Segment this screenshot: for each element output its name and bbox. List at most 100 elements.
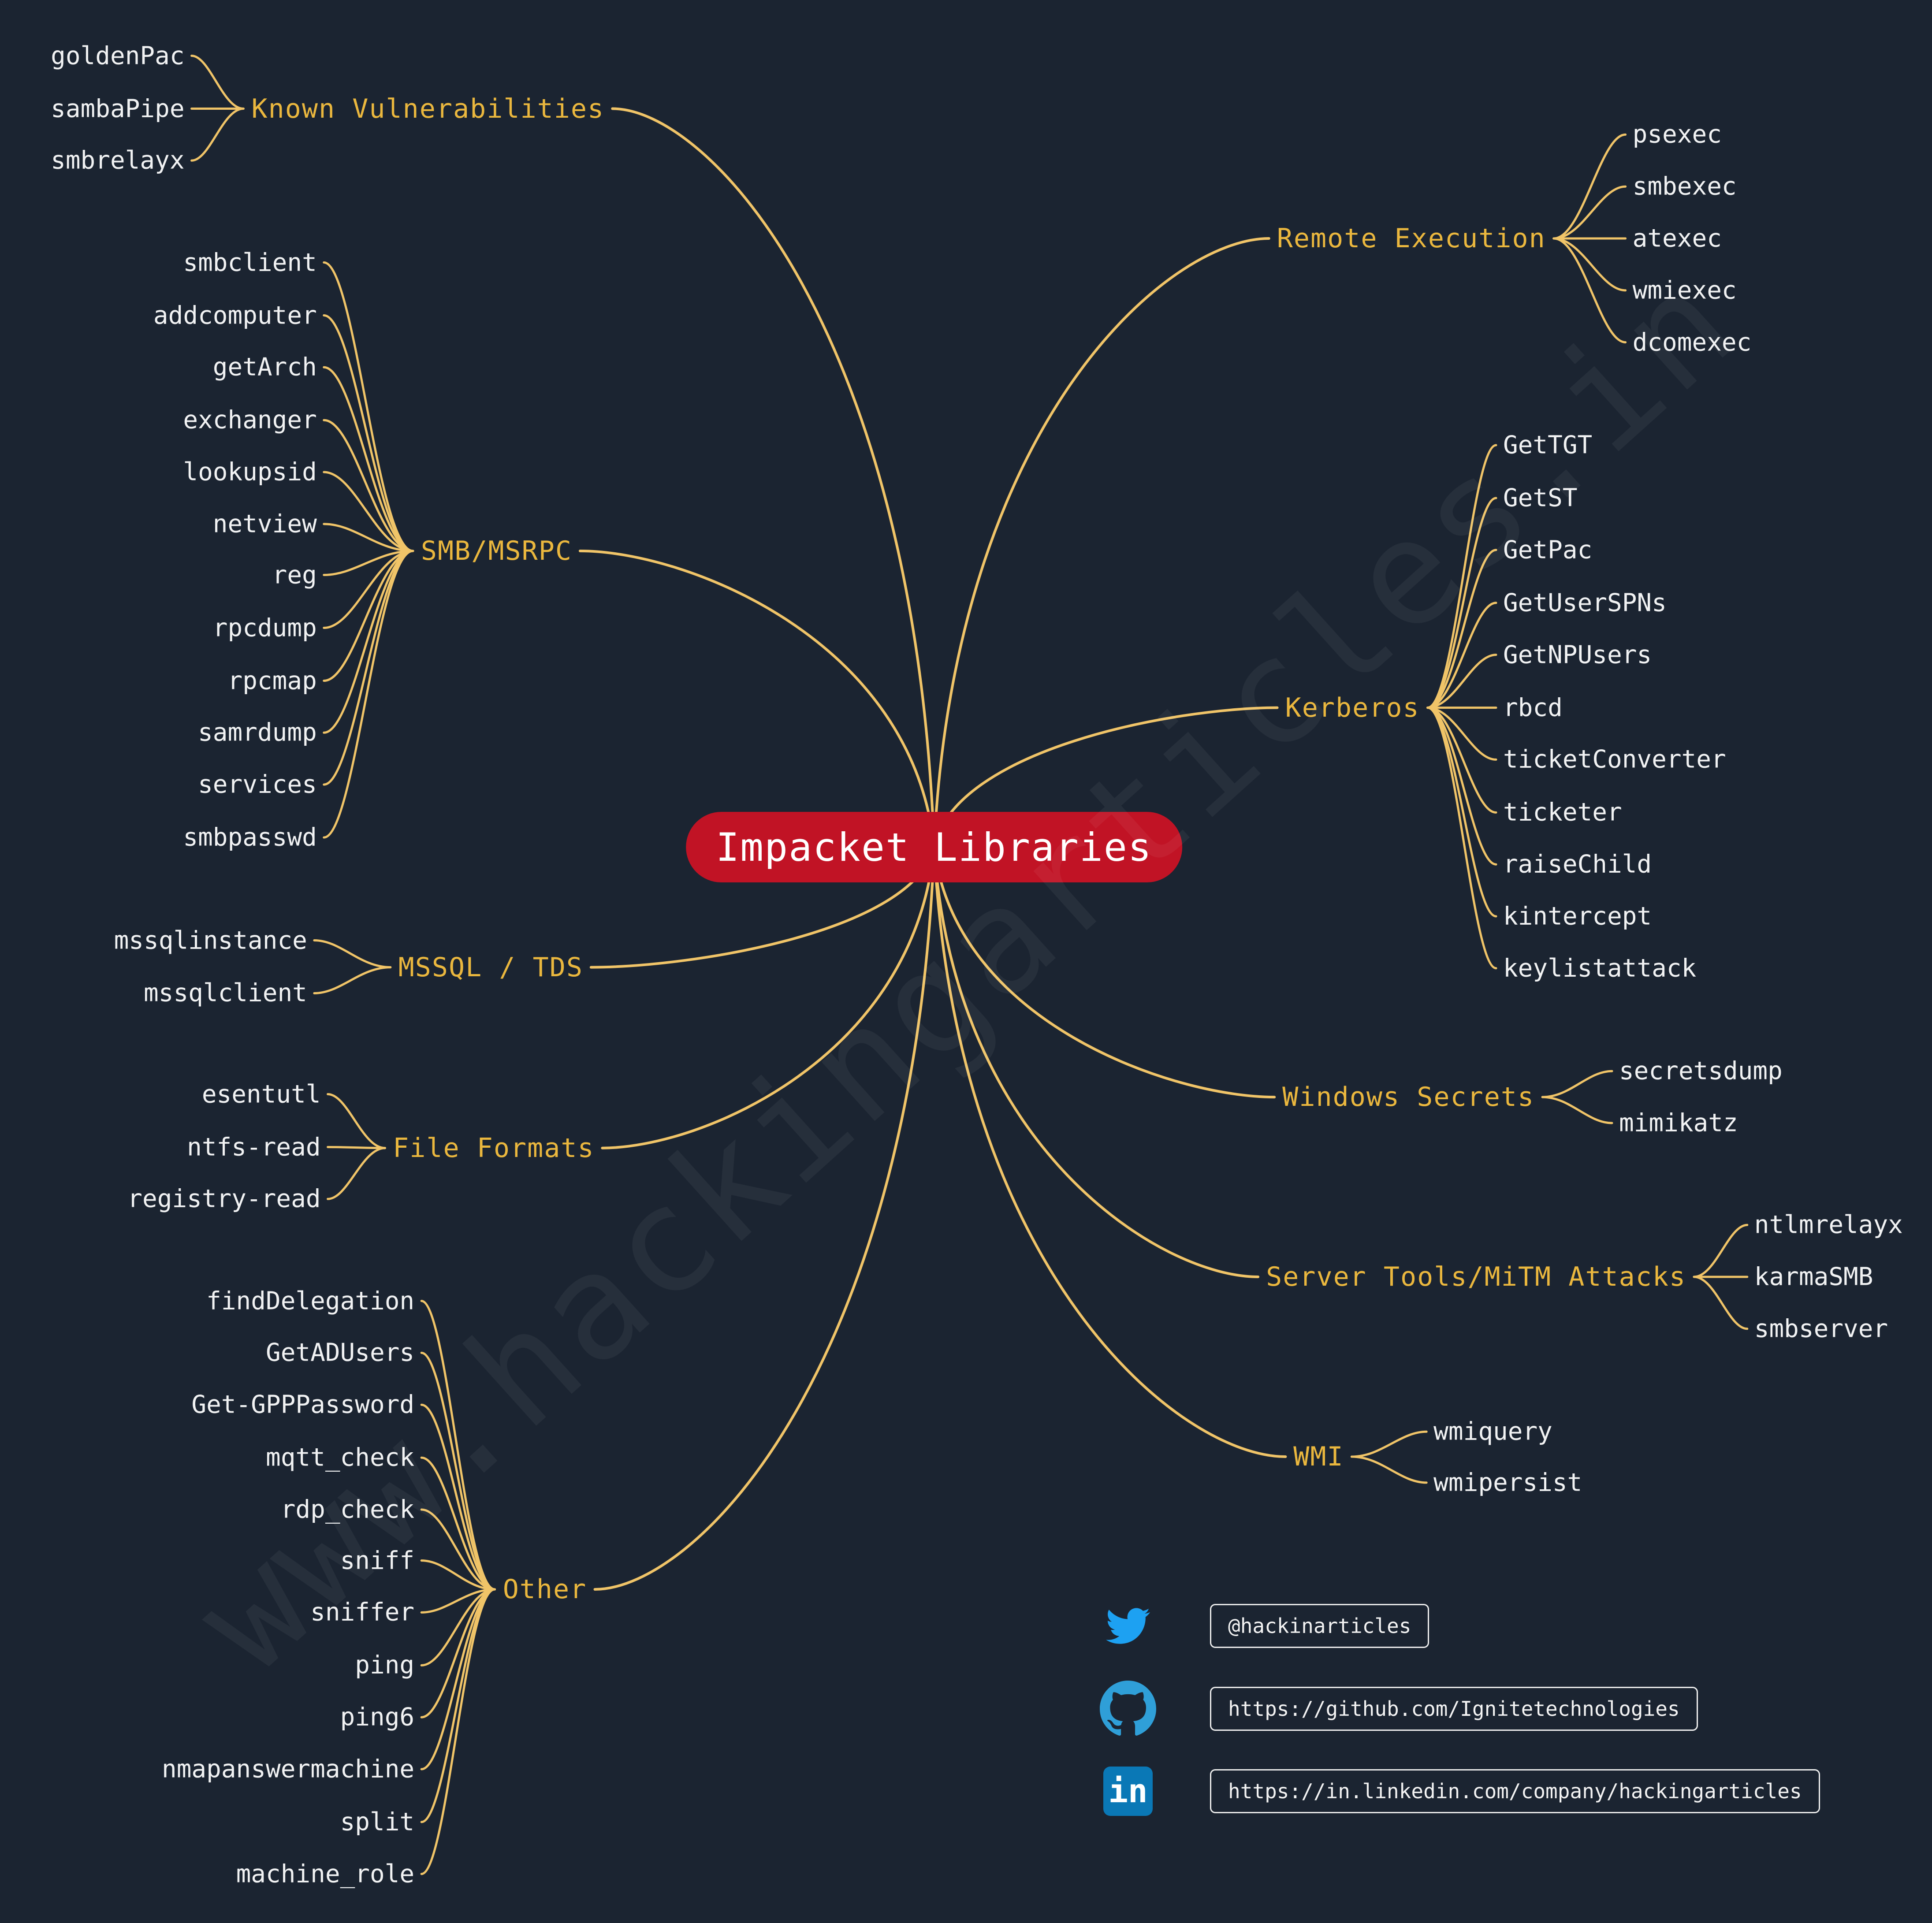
branch-wmi: WMI bbox=[1293, 1441, 1344, 1472]
connector-line bbox=[933, 706, 1279, 848]
node-mimikatz: mimikatz bbox=[1619, 1108, 1738, 1138]
node-wmiexec: wmiexec bbox=[1632, 276, 1737, 305]
node-rbcd: rbcd bbox=[1503, 693, 1563, 722]
connector-line bbox=[323, 550, 414, 682]
node-ticketconverter: ticketConverter bbox=[1503, 745, 1726, 774]
node-ping6: ping6 bbox=[340, 1703, 415, 1732]
connector-line bbox=[323, 550, 414, 629]
branch-other: Other bbox=[503, 1574, 587, 1605]
github-url-box[interactable]: https://github.com/Ignitetechnologies bbox=[1210, 1687, 1698, 1731]
node-registry-read: registry-read bbox=[127, 1184, 321, 1213]
connector-line bbox=[1693, 1224, 1749, 1278]
node-split: split bbox=[340, 1808, 415, 1837]
node-getst: GetST bbox=[1503, 484, 1578, 513]
node-ping: ping bbox=[355, 1651, 415, 1680]
github-icon[interactable] bbox=[1099, 1681, 1157, 1737]
linkedin-icon[interactable]: in bbox=[1099, 1767, 1157, 1816]
connector-line bbox=[933, 237, 1270, 848]
connector-line bbox=[190, 108, 245, 162]
connector-line bbox=[323, 419, 414, 552]
branch-server-tools-mitm-attacks: Server Tools/MiTM Attacks bbox=[1266, 1261, 1686, 1293]
linkedin-badge-glyph: in bbox=[1103, 1767, 1153, 1816]
node-get-gpppassword: Get-GPPPassword bbox=[191, 1390, 415, 1419]
connector-line bbox=[1426, 707, 1497, 918]
connector-line bbox=[323, 550, 414, 734]
connector-line bbox=[327, 1147, 386, 1200]
twitter-icon[interactable] bbox=[1099, 1604, 1157, 1648]
node-kintercept: kintercept bbox=[1503, 902, 1652, 931]
node-atexec: atexec bbox=[1632, 224, 1722, 253]
connector-line bbox=[323, 550, 414, 786]
node-keylistattack: keylistattack bbox=[1503, 954, 1697, 983]
connector-line bbox=[1426, 602, 1497, 709]
branch-windows-secrets: Windows Secrets bbox=[1282, 1082, 1535, 1113]
node-mssqlinstance: mssqlinstance bbox=[114, 926, 307, 955]
connector-line bbox=[323, 523, 414, 552]
github-row: https://github.com/Ignitetechnologies bbox=[1099, 1681, 1698, 1737]
linkedin-url-box[interactable]: https://in.linkedin.com/company/hackinga… bbox=[1210, 1769, 1820, 1813]
node-sniffer: sniffer bbox=[310, 1598, 415, 1627]
connector-line bbox=[1541, 1096, 1613, 1124]
connector-line bbox=[323, 314, 414, 552]
connector-line bbox=[1426, 707, 1497, 866]
node-rpcmap: rpcmap bbox=[227, 666, 317, 695]
node-sambapipe: sambaPipe bbox=[51, 94, 185, 123]
node-esentutl: esentutl bbox=[201, 1080, 321, 1109]
node-netview: netview bbox=[212, 510, 317, 539]
connector-line bbox=[1552, 237, 1627, 344]
connector-line bbox=[1426, 497, 1497, 709]
node-wmipersist: wmipersist bbox=[1433, 1468, 1582, 1497]
connector-line bbox=[323, 471, 414, 552]
connector-line bbox=[933, 845, 1276, 1099]
node-ntlmrelayx: ntlmrelayx bbox=[1754, 1210, 1903, 1239]
node-gettgt: GetTGT bbox=[1503, 431, 1593, 460]
twitter-handle-box[interactable]: @hackinarticles bbox=[1210, 1604, 1429, 1648]
connector-line bbox=[1552, 237, 1627, 292]
twitter-handle-text: @hackinarticles bbox=[1228, 1614, 1411, 1638]
connector-line bbox=[1350, 1430, 1428, 1458]
node-getadusers: GetADUsers bbox=[265, 1338, 415, 1367]
node-getarch: getArch bbox=[212, 353, 317, 382]
connector-line bbox=[1426, 707, 1497, 814]
connector-line bbox=[313, 966, 392, 994]
connector-line bbox=[420, 1403, 496, 1591]
node-mqtt-check: mqtt_check bbox=[265, 1443, 415, 1472]
node-psexec: psexec bbox=[1632, 120, 1722, 149]
connector-line bbox=[420, 1351, 496, 1591]
node-smbserver: smbserver bbox=[1754, 1314, 1888, 1343]
connector-line bbox=[1693, 1276, 1749, 1330]
connector-line bbox=[420, 1508, 496, 1591]
connector-line bbox=[420, 1588, 496, 1718]
connector-line bbox=[323, 366, 414, 552]
connector-line bbox=[323, 550, 414, 839]
node-lookupsid: lookupsid bbox=[183, 458, 317, 487]
node-rdp-check: rdp_check bbox=[280, 1495, 415, 1524]
node-ticketer: ticketer bbox=[1503, 798, 1622, 827]
connector-line bbox=[190, 55, 245, 110]
node-nmapanswermachine: nmapanswermachine bbox=[161, 1755, 415, 1784]
node-getpac: GetPac bbox=[1503, 536, 1593, 565]
node-smbrelayx: smbrelayx bbox=[51, 146, 185, 175]
node-services: services bbox=[198, 770, 317, 799]
node-exchanger: exchanger bbox=[183, 405, 317, 435]
branch-known-vulnerabilities: Known Vulnerabilities bbox=[251, 93, 605, 124]
branch-mssql-tds: MSSQL / TDS bbox=[398, 952, 583, 983]
linkedin-row: in https://in.linkedin.com/company/hacki… bbox=[1099, 1767, 1820, 1816]
twitter-bird-glyph bbox=[1106, 1608, 1150, 1644]
connector-line bbox=[420, 1588, 496, 1666]
node-karmasmb: karmaSMB bbox=[1754, 1262, 1873, 1291]
connector-line bbox=[327, 1146, 386, 1149]
connector-line bbox=[611, 107, 936, 848]
connector-line bbox=[420, 1559, 496, 1591]
connector-line bbox=[601, 845, 936, 1149]
node-machine-role: machine_role bbox=[236, 1860, 415, 1889]
connector-line bbox=[1350, 1455, 1428, 1484]
connector-line bbox=[1426, 707, 1497, 761]
node-reg: reg bbox=[272, 561, 317, 590]
connector-line bbox=[1552, 185, 1627, 240]
connector-line bbox=[933, 845, 1260, 1278]
node-smbexec: smbexec bbox=[1632, 172, 1737, 201]
connector-line bbox=[323, 550, 414, 576]
